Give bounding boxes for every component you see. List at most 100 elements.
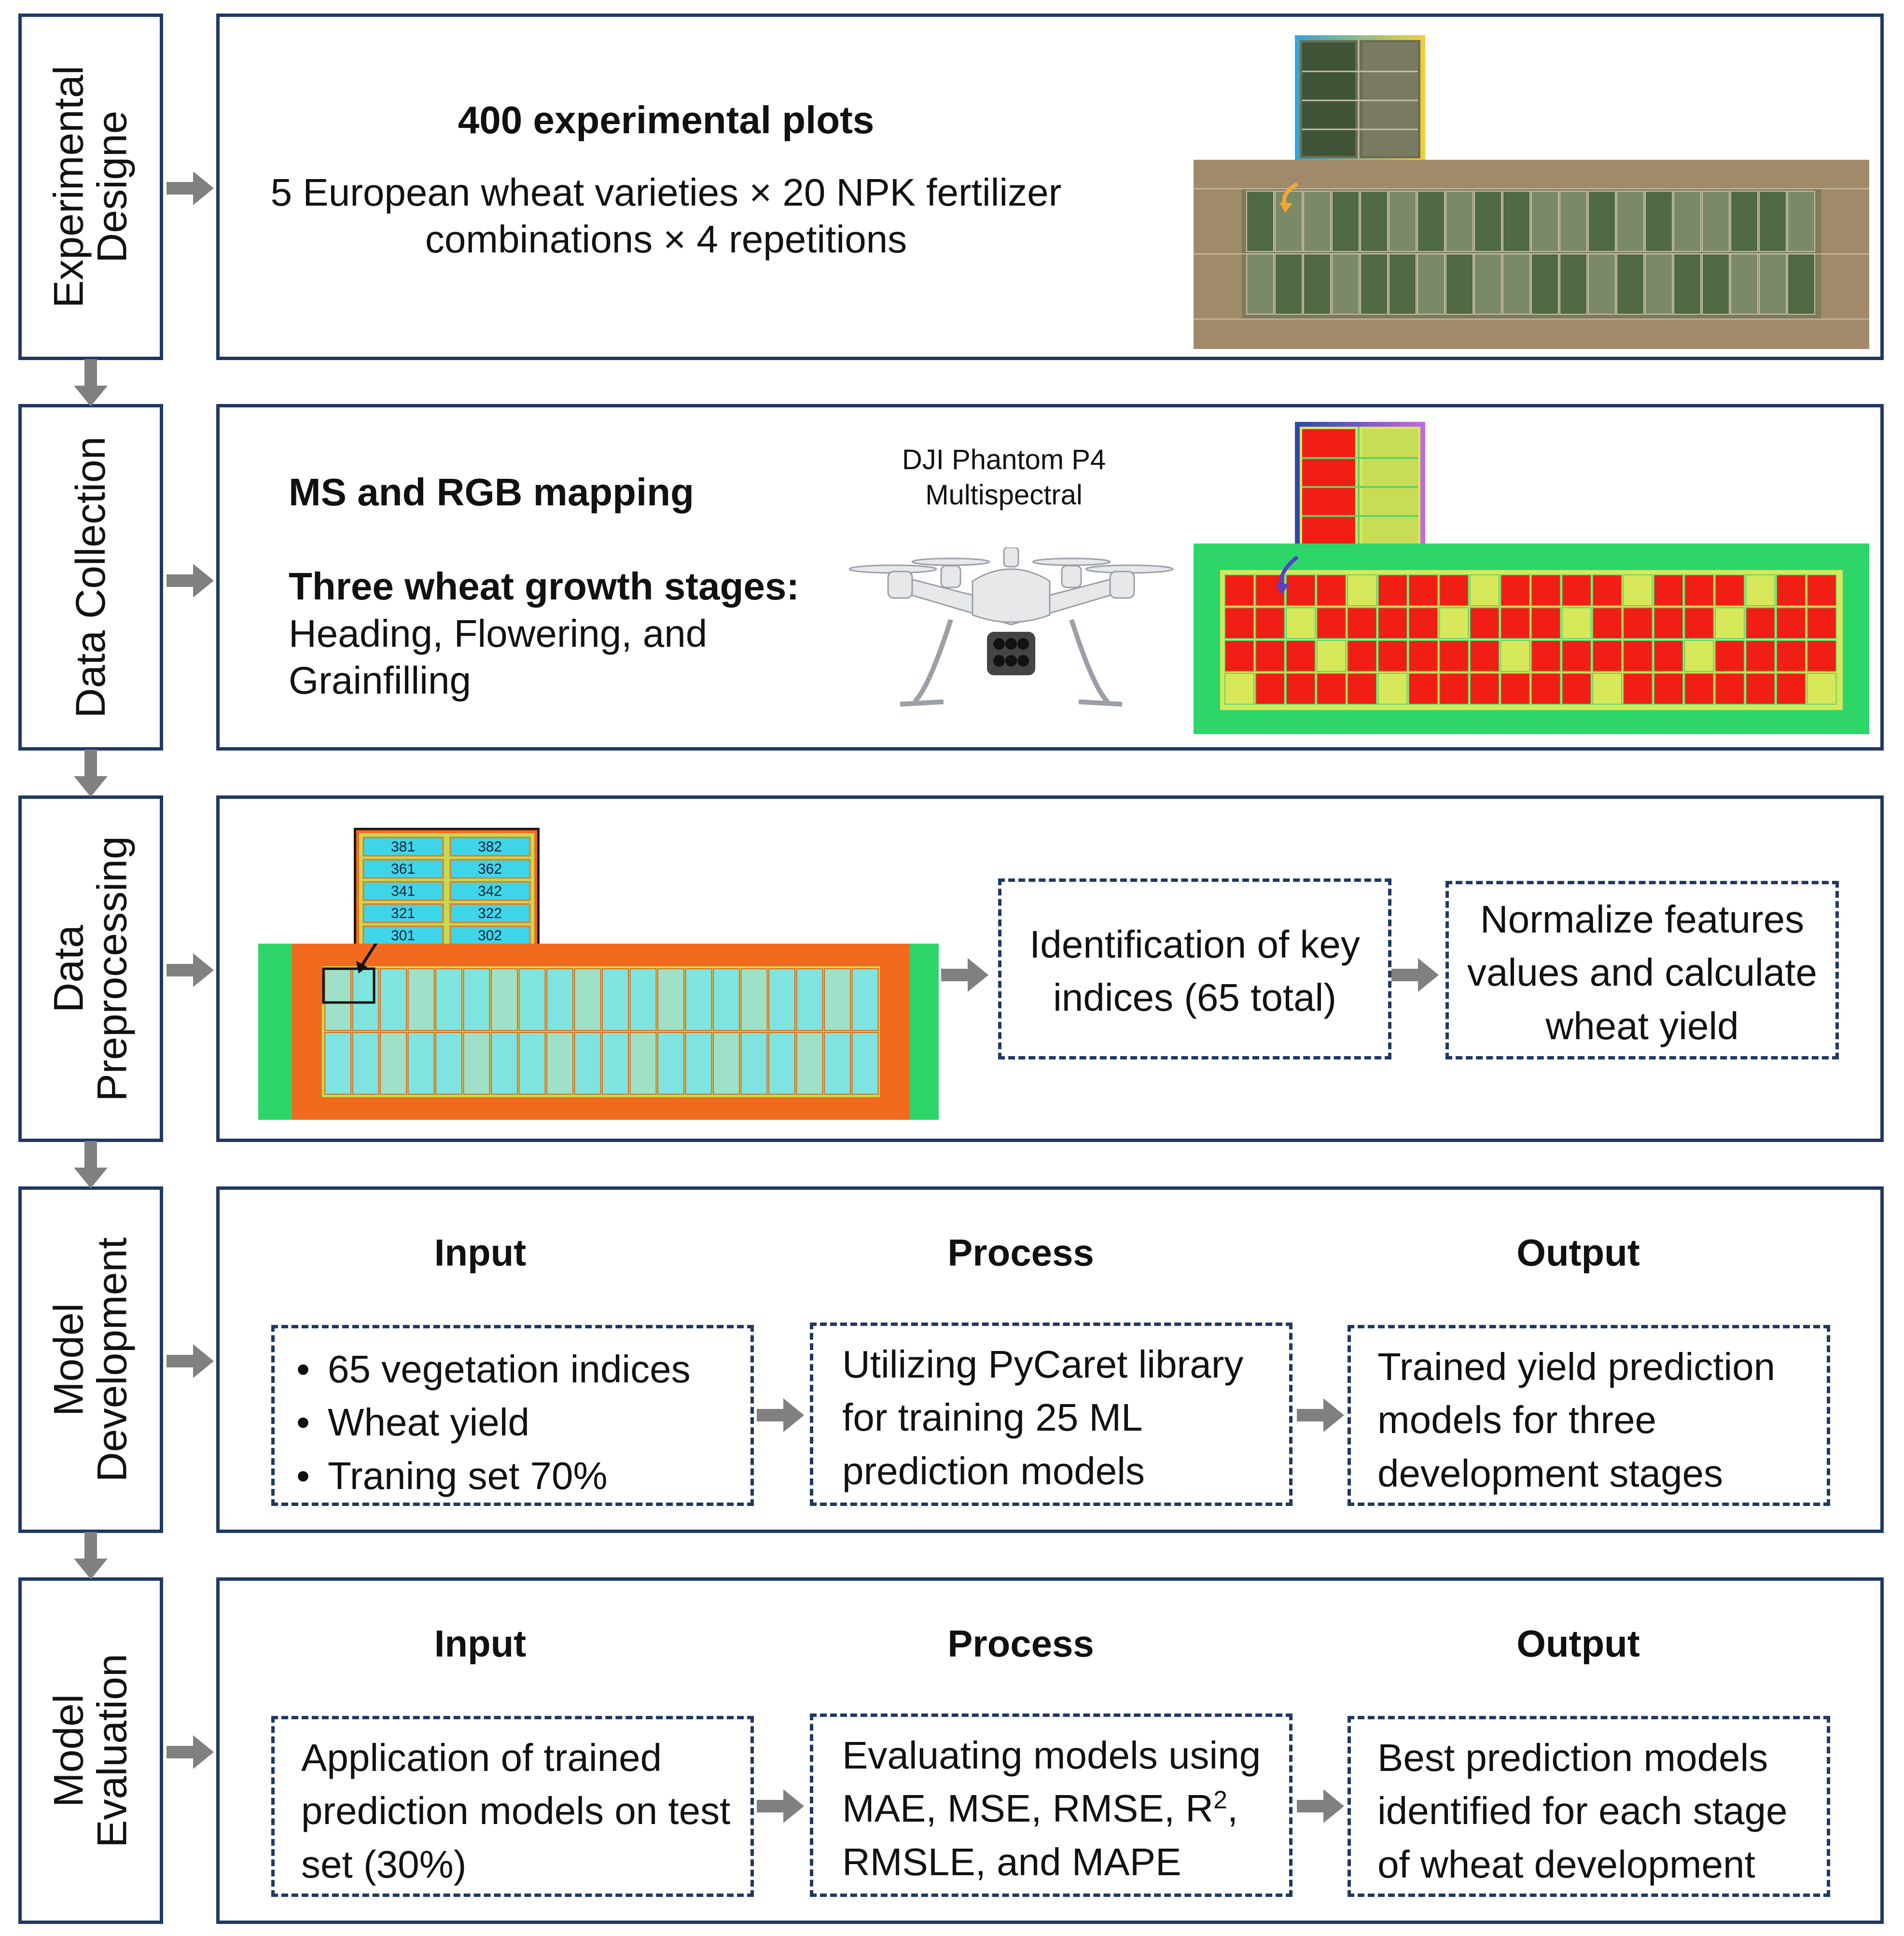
field-plot [1502, 191, 1530, 252]
plot-number-label: 341 [391, 883, 415, 899]
plot-cell [449, 881, 531, 901]
field-plot [1759, 191, 1787, 252]
field-plot [1377, 640, 1408, 672]
field-plot [1531, 191, 1559, 252]
process-box: Evaluating models using MAE, MSE, RMSE, … [810, 1713, 1292, 1897]
drone-icon [847, 547, 1175, 736]
field-plot [1389, 253, 1417, 315]
process-text: Utilizing PyCaret library for training 2… [842, 1343, 1244, 1492]
field-plot [685, 1032, 712, 1095]
field-plot [1439, 607, 1469, 639]
field-plot [1715, 673, 1745, 705]
field-plot [1745, 607, 1776, 639]
input-item: Traning set 70% [289, 1449, 741, 1503]
field-plot [1807, 607, 1837, 639]
field-plot [1332, 253, 1360, 315]
field-plot [1588, 253, 1616, 315]
field-plot [1439, 673, 1469, 705]
output-header: Output [1516, 1622, 1640, 1665]
stage-experimental-design: Experimental Designe [18, 14, 163, 360]
field-plot [740, 968, 768, 1031]
stage-label: Data Collection [67, 436, 114, 718]
field-plot [1654, 640, 1683, 672]
plot-cell [449, 903, 531, 923]
field-plot [574, 968, 601, 1031]
field-plot [1561, 574, 1592, 606]
field-plot [1561, 673, 1592, 705]
plot-number-label: 361 [391, 861, 415, 877]
panel-model-development: Input Process Output 65 vegetation indic… [216, 1186, 1884, 1533]
field-plot [1623, 673, 1653, 705]
plot-number-label: 362 [478, 861, 502, 877]
panel-experimental-design: 400 experimental plots 5 European wheat … [216, 14, 1884, 360]
field-plot [1745, 574, 1776, 606]
field-plot [1377, 574, 1408, 606]
field-plot [657, 968, 684, 1031]
field-plot [1408, 673, 1438, 705]
output-box: Trained yield prediction models for thre… [1348, 1325, 1830, 1506]
field-plot [1807, 673, 1837, 705]
key-indices-box: Identification of key indices (65 total) [998, 878, 1391, 1059]
labeled-field-map [258, 944, 939, 1120]
field-plot [1360, 253, 1388, 315]
field-plot [1592, 640, 1622, 672]
plot-cell [362, 859, 444, 879]
field-plot [1224, 574, 1254, 606]
field-plot [1316, 607, 1347, 639]
field-plot [1673, 191, 1701, 252]
field-plot [768, 1032, 795, 1095]
right-arrow [1391, 958, 1440, 992]
field-plot [1592, 574, 1622, 606]
plot-cell [362, 836, 444, 857]
field-plot [1616, 253, 1644, 315]
field-plot [1470, 574, 1500, 606]
field-plot [1730, 191, 1758, 252]
field-plot [1417, 253, 1445, 315]
field-plot [1500, 640, 1530, 672]
input-box: Application of trained prediction models… [271, 1716, 754, 1897]
field-plot [1360, 191, 1388, 252]
right-arrow [167, 171, 215, 205]
panel-model-evaluation: Input Process Output Application of trai… [216, 1577, 1884, 1924]
field-plot [1474, 253, 1502, 315]
field-plot [1470, 640, 1500, 672]
field-plot [824, 1032, 851, 1095]
plot-number-label: 321 [391, 905, 415, 921]
normalize-box: Normalize features values and calculate … [1445, 881, 1839, 1059]
design-description-line1: 5 European wheat varieties × 20 NPK fert… [270, 171, 1062, 214]
field-plot [1286, 574, 1316, 606]
field-plot [491, 968, 518, 1031]
field-plot [324, 968, 351, 1031]
field-plot [1502, 253, 1530, 315]
plot-cell [449, 859, 531, 879]
field-plot [1531, 673, 1561, 705]
field-plot [1654, 574, 1683, 606]
input-header: Input [434, 1231, 527, 1274]
field-plot [1303, 191, 1331, 252]
stage-model-evaluation: Model Evaluation [18, 1577, 163, 1924]
field-plot [491, 1032, 518, 1095]
field-plot [1332, 191, 1360, 252]
plot-number-label: 381 [391, 839, 415, 855]
field-plot [1470, 673, 1500, 705]
process-text: Evaluating models using MAE, MSE, RMSE, … [842, 1734, 1261, 1883]
field-plot [1702, 191, 1730, 252]
field-plot [1787, 253, 1815, 315]
field-plot [1377, 607, 1408, 639]
field-plot [1347, 640, 1377, 672]
field-plot [1286, 673, 1316, 705]
plot-number-label: 382 [478, 839, 502, 855]
plot-number-label: 301 [391, 928, 415, 944]
field-plot [518, 1032, 546, 1095]
stage-data-preprocessing: Data Preprocessing [18, 795, 163, 1142]
field-plot [1255, 574, 1285, 606]
field-plot [1623, 607, 1653, 639]
field-plot [1347, 607, 1377, 639]
field-plot [1531, 253, 1559, 315]
field-plot [518, 968, 546, 1031]
drone-caption-line2: Multispectral [925, 479, 1083, 511]
field-plot [1286, 640, 1316, 672]
field-plot [1623, 574, 1653, 606]
